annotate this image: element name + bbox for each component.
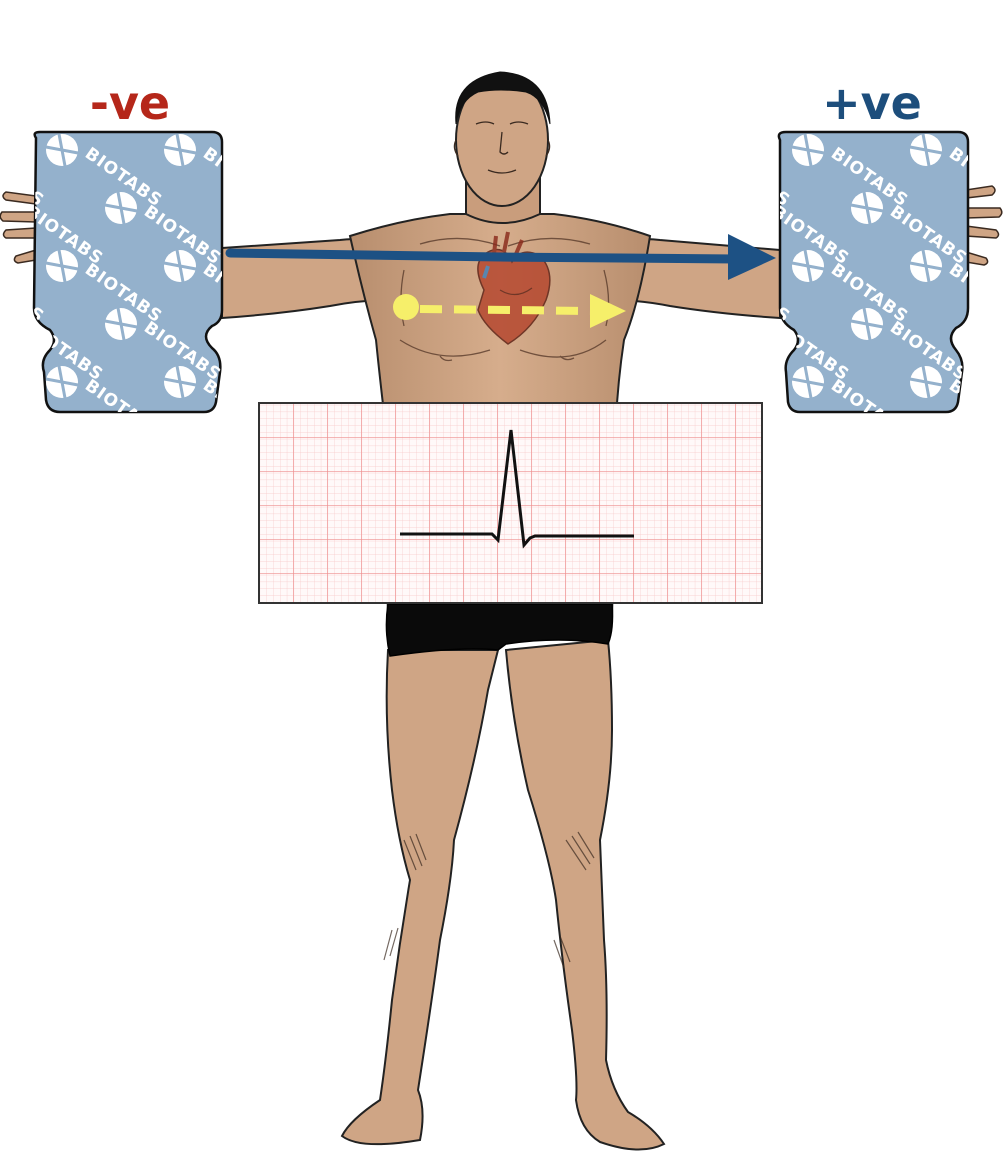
right-leg — [504, 638, 666, 1151]
pad-brand-text: BIOTABS — [258, 318, 343, 386]
pad-brand-text: BIOTABS — [886, 434, 971, 502]
chest-contours — [399, 237, 610, 362]
biotabs-logo-icon — [223, 192, 255, 224]
biotabs-logo-icon — [851, 424, 883, 456]
knee-shading — [383, 831, 595, 969]
biotabs-logo-icon — [733, 192, 765, 224]
biotabs-logo-icon — [105, 424, 137, 456]
pad-brand-text: BIOTABS — [768, 434, 853, 502]
biotabs-logo-icon — [341, 192, 373, 224]
biotabs-logo-icon — [223, 424, 255, 456]
pad-brand-text: BIOTABS — [317, 144, 402, 212]
heart-icon — [477, 231, 551, 345]
biotabs-logo-icon — [0, 424, 19, 456]
biotabs-logo-icon — [969, 424, 1001, 456]
right-hand-fingers — [965, 185, 1003, 266]
pad-brand-text: BIOTABS — [22, 434, 107, 502]
face-features — [453, 121, 551, 174]
ecg-trace — [400, 429, 634, 549]
left-hand-fingers — [0, 191, 37, 264]
positive-pole-label: +ve — [822, 76, 922, 130]
pad-brand-text: BIOTABS — [0, 376, 48, 444]
pad-brand-text: BIOTABS — [140, 434, 225, 502]
biotabs-logo-icon — [282, 366, 314, 398]
hair — [455, 71, 551, 125]
biotabs-logo-icon — [0, 308, 19, 340]
biotabs-logo-icon — [674, 366, 706, 398]
biotabs-logo-icon — [282, 134, 314, 166]
lead-vector-arrow — [225, 234, 776, 280]
biotabs-logo-icon — [674, 134, 706, 166]
depolarization-arrow — [393, 294, 626, 328]
negative-pole-label: -ve — [90, 76, 170, 130]
ecg-strip — [258, 402, 763, 604]
biotabs-logo-icon — [969, 308, 1001, 340]
left-leg — [340, 649, 500, 1146]
shorts — [385, 603, 614, 657]
